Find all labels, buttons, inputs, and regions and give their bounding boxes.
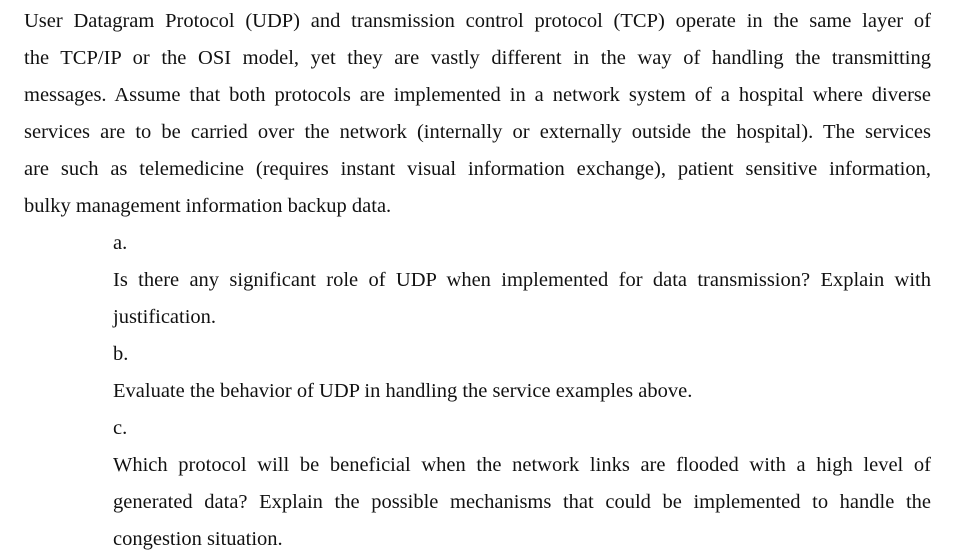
- question-item-text: Evaluate the behavior of UDP in handling…: [113, 373, 931, 410]
- question-item-a: a. Is there any significant role of UDP w…: [113, 225, 931, 336]
- question-item-text: Which protocol will be beneficial when t…: [113, 447, 931, 558]
- list-marker: a.: [113, 232, 128, 254]
- question-list: a. Is there any significant role of UDP w…: [24, 225, 931, 558]
- question-item-text: Is there any significant role of UDP whe…: [113, 262, 931, 336]
- text-line: congestion situation.: [113, 528, 283, 550]
- list-marker: c.: [113, 417, 128, 439]
- question-intro-paragraph: User Datagram Protocol (UDP) and transmi…: [24, 3, 931, 225]
- text-line: messages. Assume that both protocols are…: [24, 84, 931, 106]
- text-line: Evaluate the behavior of UDP in handling…: [113, 380, 693, 402]
- text-line: User Datagram Protocol (UDP) and transmi…: [24, 10, 931, 32]
- text-line: are such as telemedicine (requires insta…: [24, 158, 931, 180]
- text-line: generated data? Explain the possible mec…: [113, 491, 931, 513]
- question-item-b: b. Evaluate the behavior of UDP in handli…: [113, 336, 931, 410]
- text-line: services are to be carried over the netw…: [24, 121, 931, 143]
- text-line: bulky management information backup data…: [24, 195, 392, 217]
- document-page: User Datagram Protocol (UDP) and transmi…: [24, 3, 931, 550]
- list-marker: b.: [113, 343, 129, 365]
- text-line: the TCP/IP or the OSI model, yet they ar…: [24, 47, 931, 69]
- question-item-c: c. Which protocol will be beneficial when…: [113, 410, 931, 558]
- text-line: justification.: [113, 306, 217, 328]
- text-line: Is there any significant role of UDP whe…: [113, 269, 931, 291]
- text-line: Which protocol will be beneficial when t…: [113, 454, 931, 476]
